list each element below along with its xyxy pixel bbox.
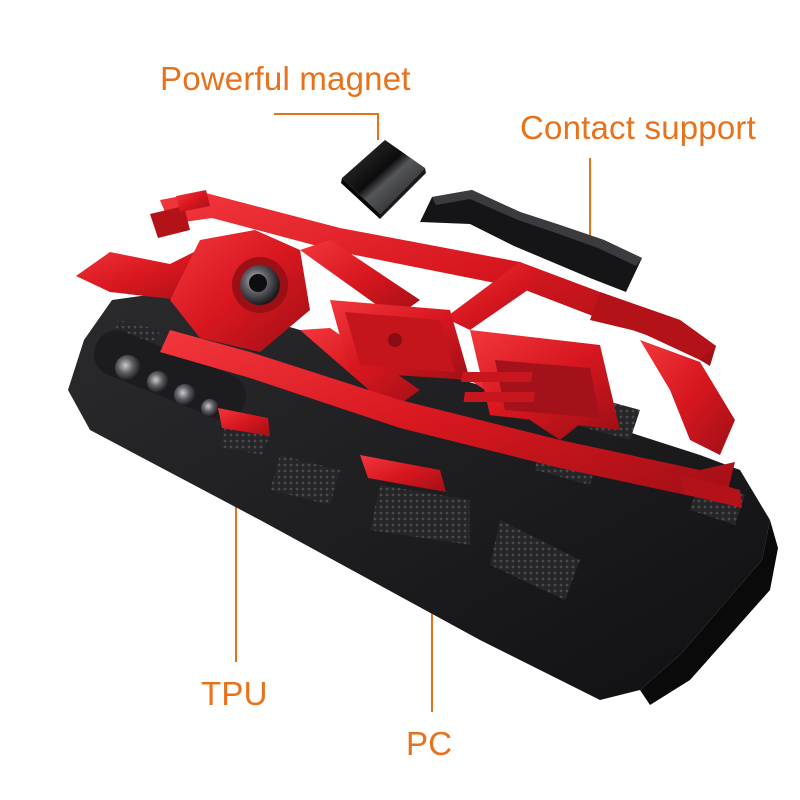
kickstand-clip-icon [420, 190, 642, 292]
contact-support-label: Contact support [520, 109, 756, 146]
camera-lens-icon [174, 384, 196, 406]
magnet-leader-line [274, 113, 379, 140]
camera-lens-icon [201, 399, 219, 417]
pc-label: PC [406, 725, 453, 762]
magnet-label: Powerful magnet [160, 60, 411, 97]
magnet-plate-icon [341, 140, 426, 219]
camera-module [93, 330, 247, 420]
camera-lens-icon [115, 355, 141, 381]
red-pc-frame [76, 190, 742, 508]
camera-lens-icon [147, 371, 169, 393]
tpu-label: TPU [201, 675, 268, 712]
